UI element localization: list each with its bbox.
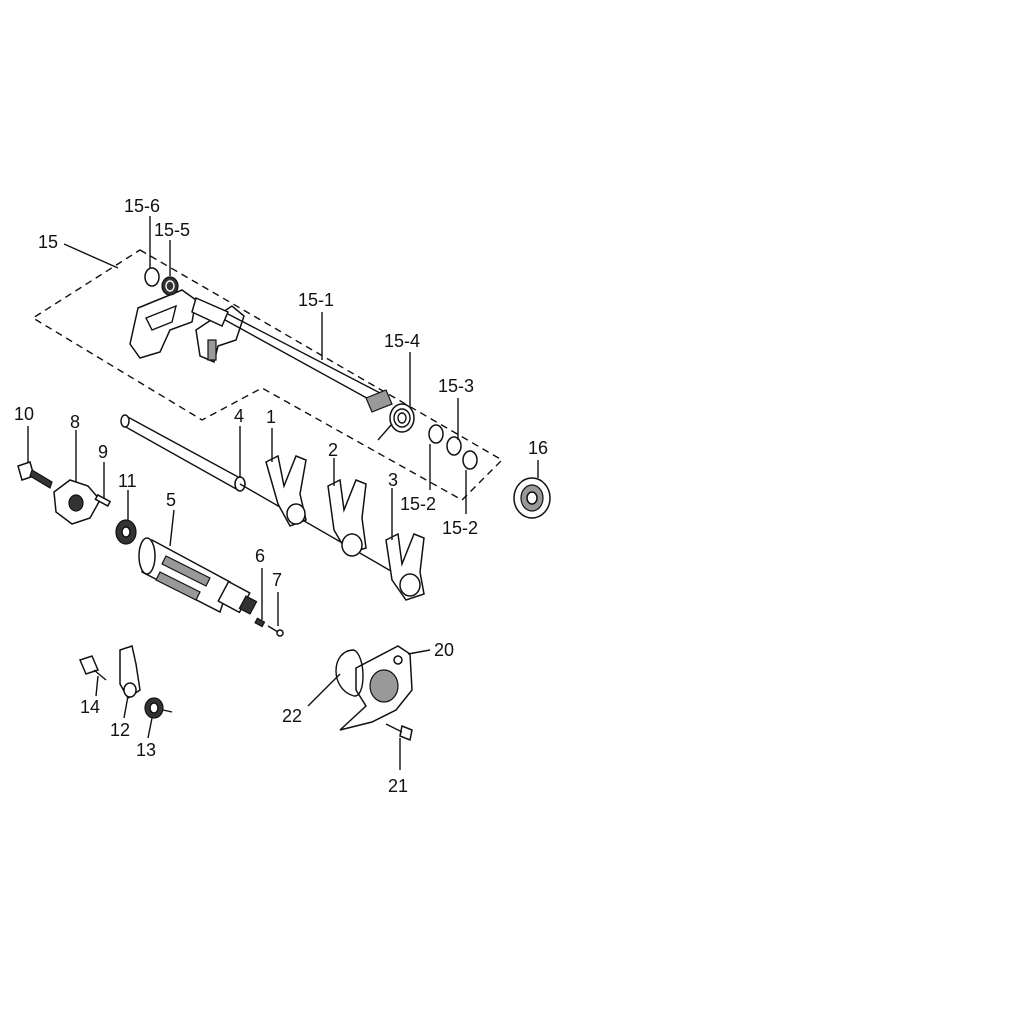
part-14-bolt [78,655,107,681]
label-9: 9 [98,442,108,462]
leader-lines [27,216,539,770]
part-4-fork-shaft [120,414,411,583]
part-10-bolt [17,461,53,489]
part-15-2-ring-a [428,424,444,444]
label-8: 8 [70,412,80,432]
part-2-shift-fork [327,478,367,557]
label-3: 3 [388,470,398,490]
part-15-4-return-spring [377,403,415,441]
label-15-4: 15-4 [384,331,420,351]
part-6-pin [254,617,266,628]
label-7: 7 [272,570,282,590]
part-20-cover [339,645,413,731]
part-16-bearing [513,477,551,519]
label-22: 22 [282,706,302,726]
label-14: 14 [80,697,100,717]
label-15-2a: 15-2 [400,494,436,514]
part-22-o-ring [335,649,364,697]
label-15-1: 15-1 [298,290,334,310]
part-5-shift-drum [138,537,258,615]
part-13-spring [144,697,173,719]
part-15-6-washer [144,267,160,287]
part-21-bolt [385,723,413,742]
label-11: 11 [118,471,137,491]
label-1: 1 [266,407,276,427]
label-15-6: 15-6 [124,196,160,216]
part-15-2-ring-b [462,450,478,470]
label-4: 4 [234,406,244,426]
label-15-5: 15-5 [154,220,190,240]
part-15-1-shift-shaft [129,289,393,413]
part-15-3-ring [446,436,462,456]
part-9-pin [94,493,112,507]
label-12: 12 [110,720,130,740]
label-15-3: 15-3 [438,376,474,396]
part-11-gear [115,519,137,545]
label-21: 21 [388,776,408,796]
part-8-star-plate [53,479,101,525]
label-10: 10 [14,404,34,424]
label-2: 2 [328,440,338,460]
part-12-stopper-arm [119,645,141,700]
label-5: 5 [166,490,176,510]
part-15-5-spring [161,276,179,296]
part-1-shift-fork [265,454,307,527]
part-3-shift-fork [385,532,425,601]
label-20: 20 [434,640,454,660]
label-13: 13 [136,740,156,760]
label-15-2b: 15-2 [442,518,478,538]
label-16: 16 [528,438,548,458]
part-7-pin [267,625,284,637]
label-15: 15 [38,232,58,252]
label-6: 6 [255,546,265,566]
